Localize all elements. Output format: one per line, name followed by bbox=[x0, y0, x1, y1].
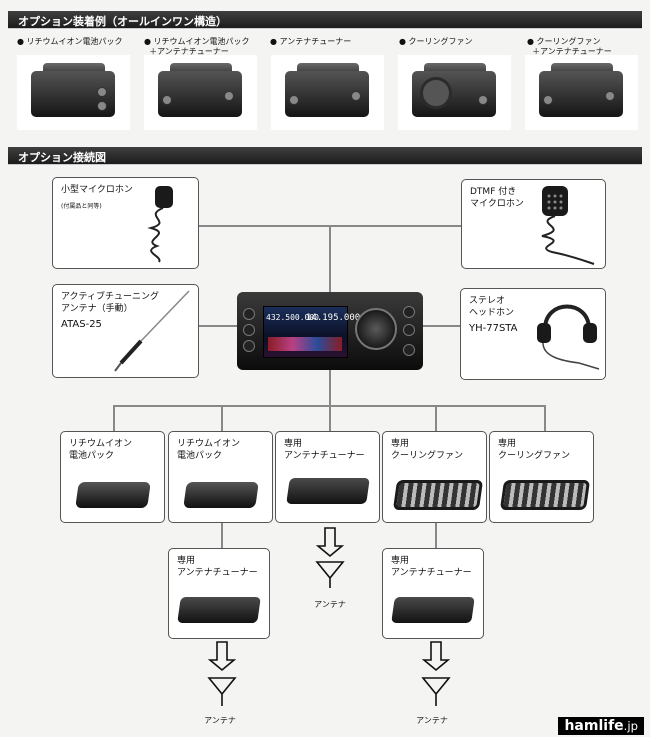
option-label-battery-tuner: ● リチウムイオン電池パック ＋アンテナチューナー bbox=[144, 37, 250, 56]
hamlife-watermark: hamlife.jp bbox=[558, 717, 644, 735]
connector-drop-5 bbox=[544, 405, 546, 431]
atas-antenna-icon bbox=[114, 290, 190, 372]
sub-tuner-1-image bbox=[177, 597, 261, 623]
header-connection-diagram-text: オプション接続図 bbox=[18, 151, 106, 164]
cooling-fan-1-image bbox=[392, 480, 484, 510]
atas-title: アクティブチューニング アンテナ（手動） bbox=[61, 292, 160, 314]
dtmf-mic-title: DTMF 付き マイクロホン bbox=[470, 187, 524, 209]
box-sub-antenna-tuner-2: 専用 アンテナチューナー bbox=[382, 548, 484, 639]
battery-pack-2-label: リチウムイオン 電池パック bbox=[177, 439, 241, 461]
small-mic-title: 小型マイクロホン bbox=[61, 185, 133, 195]
connector-sub-2 bbox=[435, 521, 437, 549]
transceiver-display: 432.500.000 14.195.000 bbox=[263, 306, 360, 358]
connector-drop-4 bbox=[435, 405, 437, 431]
option-label-tuner: ● アンテナチューナー bbox=[270, 37, 352, 46]
box-antenna-tuner: 専用 アンテナチューナー bbox=[275, 431, 380, 523]
connector-drop-1 bbox=[113, 405, 115, 431]
dtmf-mic-icon bbox=[541, 186, 595, 265]
box-headphones: ステレオ ヘッドホン YH-77STA bbox=[460, 288, 606, 380]
headphone-model: YH-77STA bbox=[469, 323, 518, 334]
option-label-fan: ● クーリングファン bbox=[399, 37, 473, 46]
connector-right bbox=[422, 325, 462, 327]
box-battery-pack-2: リチウムイオン 電池パック bbox=[168, 431, 273, 523]
battery-pack-1-image bbox=[75, 482, 151, 508]
box-cooling-fan-2: 専用 クーリングファン bbox=[489, 431, 594, 523]
antenna-tuner-image bbox=[286, 478, 370, 504]
antenna-label-2: アンテナ bbox=[204, 716, 236, 725]
box-cooling-fan-1: 専用 クーリングファン bbox=[382, 431, 487, 523]
connector-left bbox=[197, 325, 239, 327]
small-mic-note: (付属品と同等) bbox=[61, 203, 102, 210]
watermark-tld: .jp bbox=[623, 719, 638, 733]
display-freq-main: 14.195.000 bbox=[306, 313, 361, 323]
watermark-brand: hamlife bbox=[564, 718, 624, 734]
option-label-fan-tuner: ● クーリングファン ＋アンテナチューナー bbox=[527, 37, 612, 56]
battery-pack-2-image bbox=[183, 482, 259, 508]
connector-top-vertical bbox=[329, 225, 331, 293]
atas-model: ATAS-25 bbox=[61, 319, 102, 330]
header-option-examples: オプション装着例（オールインワン構造） bbox=[8, 11, 642, 29]
cooling-fan-1-label: 専用 クーリングファン bbox=[391, 439, 464, 461]
photo-tuner bbox=[271, 55, 384, 130]
display-freq-sub: 432.500.000 bbox=[266, 313, 319, 322]
headphone-icon bbox=[537, 304, 600, 370]
sub-tuner-1-label: 専用 アンテナチューナー bbox=[177, 556, 258, 578]
antenna-label-3: アンテナ bbox=[416, 716, 448, 725]
sub-tuner-2-image bbox=[391, 597, 475, 623]
antenna-label-1: アンテナ bbox=[314, 600, 346, 609]
antenna-tuner-label: 専用 アンテナチューナー bbox=[284, 439, 365, 461]
antenna-symbol-1 bbox=[315, 527, 345, 588]
header-connection-diagram: オプション接続図 bbox=[8, 147, 642, 165]
box-small-microphone: 小型マイクロホン (付属品と同等) bbox=[52, 177, 199, 269]
small-mic-icon bbox=[147, 186, 173, 263]
photo-battery-pack bbox=[17, 55, 130, 130]
photo-cooling-fan bbox=[398, 55, 511, 130]
option-label-battery: ● リチウムイオン電池パック bbox=[17, 37, 123, 46]
cooling-fan-2-label: 専用 クーリングファン bbox=[498, 439, 571, 461]
connector-drop-2 bbox=[221, 405, 223, 431]
header-option-examples-text: オプション装着例（オールインワン構造） bbox=[18, 15, 227, 28]
box-atas-antenna: アクティブチューニング アンテナ（手動） ATAS-25 bbox=[52, 284, 199, 378]
battery-pack-1-label: リチウムイオン 電池パック bbox=[69, 439, 133, 461]
connector-drop-3 bbox=[329, 405, 331, 431]
box-dtmf-microphone: DTMF 付き マイクロホン bbox=[461, 179, 606, 269]
photo-fan-tuner bbox=[525, 55, 638, 130]
sub-tuner-2-label: 専用 アンテナチューナー bbox=[391, 556, 472, 578]
transceiver-ftdx10-style: 432.500.000 14.195.000 bbox=[237, 292, 423, 370]
cooling-fan-2-image bbox=[499, 480, 591, 510]
box-sub-antenna-tuner-1: 専用 アンテナチューナー bbox=[168, 548, 270, 639]
connector-radio-down bbox=[329, 370, 331, 406]
box-battery-pack-1: リチウムイオン 電池パック bbox=[60, 431, 165, 523]
antenna-symbol-3 bbox=[421, 641, 451, 706]
photo-battery-tuner bbox=[144, 55, 257, 130]
headphone-title: ステレオ ヘッドホン bbox=[469, 296, 515, 318]
main-tuning-dial bbox=[355, 308, 397, 350]
antenna-symbol-2 bbox=[207, 641, 237, 706]
connector-sub-1 bbox=[221, 521, 223, 549]
